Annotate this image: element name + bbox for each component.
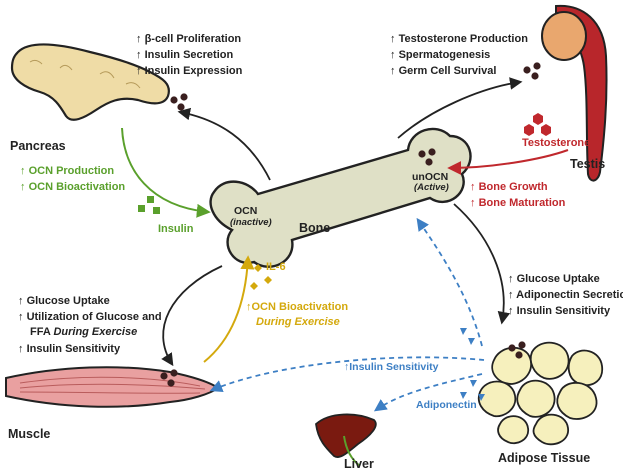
ocn-dots-bone-active	[418, 148, 436, 166]
effect-insulin-secretion: Insulin Secretion	[145, 49, 234, 61]
svg-text:↑ Bone Growth: ↑ Bone Growth	[470, 181, 548, 193]
ocn-dots-adipose	[508, 341, 526, 359]
effect-insulin-sensitivity-adipose: Insulin Sensitivity	[517, 305, 611, 317]
adiponectin-label: Adiponectin	[416, 399, 477, 411]
testis-effects: ↑ Testosterone Production ↑ Spermatogene…	[390, 33, 528, 77]
ocn-dots-testis	[523, 62, 541, 80]
svg-text:↑ Glucose Uptake: ↑ Glucose Uptake	[18, 295, 110, 307]
muscle-label: Muscle	[8, 427, 50, 441]
unocn-label: unOCN	[412, 171, 448, 183]
effect-adiponectin-secretion: Adiponectin Secretion	[516, 289, 623, 301]
effect-insulin-expression: Insulin Expression	[145, 65, 243, 77]
ocn-state: (inactive)	[230, 217, 272, 228]
svg-text:FFA During Exercise: FFA During Exercise	[30, 326, 137, 338]
arrow-adiponectin-to-muscle	[209, 356, 485, 392]
svg-text:↑ Insulin Sensitivity: ↑ Insulin Sensitivity	[508, 305, 611, 317]
arrow-bone-to-muscle	[161, 265, 223, 367]
testis-label: Testis	[570, 157, 605, 171]
arrow-bone-to-testis	[397, 77, 523, 139]
svg-text:↑ β-cell Proliferation: ↑ β-cell Proliferation	[136, 33, 241, 45]
svg-text:↑ Insulin Expression: ↑ Insulin Expression	[136, 65, 243, 77]
testosterone-molecules	[524, 113, 551, 136]
effect-during-exercise: During Exercise	[53, 326, 137, 338]
arrow-testosterone-to-bone	[447, 149, 569, 175]
testis-illustration	[541, 4, 608, 182]
liver-label: Liver	[344, 457, 374, 471]
pancreas-illustration	[10, 43, 170, 121]
adipose-illustration	[477, 341, 603, 446]
testosterone-effects: ↑ Bone Growth ↑ Bone Maturation	[470, 181, 566, 209]
effect-insulin-sensitivity-muscle: Insulin Sensitivity	[27, 343, 121, 355]
pancreas-effects: ↑ β-cell Proliferation ↑ Insulin Secreti…	[136, 33, 243, 77]
svg-text:↑ Insulin Secretion: ↑ Insulin Secretion	[136, 49, 233, 61]
svg-text:↑ Testosterone Production: ↑ Testosterone Production	[390, 33, 528, 45]
unocn-state: (Active)	[414, 182, 449, 193]
svg-text:↑ Glucose Uptake: ↑ Glucose Uptake	[508, 273, 600, 285]
effect-bone-growth: Bone Growth	[479, 181, 548, 193]
effect-bone-maturation: Bone Maturation	[479, 197, 566, 209]
insulin-effects: ↑ OCN Production ↑ OCN Bioactivation	[20, 165, 125, 193]
insulin-label: Insulin	[158, 223, 194, 235]
ocn-label: OCN	[234, 205, 257, 217]
effect-germ-cell-survival: Germ Cell Survival	[399, 65, 497, 77]
arrow-bone-to-adipose	[453, 203, 511, 325]
svg-text:↑ OCN Production: ↑ OCN Production	[20, 165, 114, 177]
bone-label: Bone	[299, 221, 330, 235]
svg-text:↑ Adiponectin Secretion: ↑ Adiponectin Secretion	[508, 289, 623, 301]
adiponectin-molecules	[460, 328, 485, 401]
arrow-insulin-to-bone	[121, 127, 211, 218]
adiponectin-insulin-sensitivity: ↑Insulin Sensitivity	[344, 361, 439, 373]
effect-ffa: FFA	[30, 326, 53, 338]
il6-effect-line1: ↑OCN Bioactivation	[246, 301, 348, 313]
liver-illustration	[315, 413, 377, 467]
adipose-label: Adipose Tissue	[498, 451, 590, 465]
effect-ocn-production: OCN Production	[29, 165, 115, 177]
effect-glucose-uptake-muscle: Glucose Uptake	[27, 295, 110, 307]
bone-illustration	[209, 127, 472, 268]
testosterone-label: Testosterone	[522, 137, 590, 149]
effect-testosterone-production: Testosterone Production	[399, 33, 529, 45]
svg-text:↑ Bone Maturation: ↑ Bone Maturation	[470, 197, 566, 209]
arrow-bone-to-pancreas	[177, 107, 271, 181]
pancreas-label: Pancreas	[10, 139, 66, 153]
il6-effect-line2: During Exercise	[256, 316, 340, 328]
arrow-adiponectin-to-liver	[373, 373, 483, 412]
ocn-dots-muscle	[160, 369, 178, 387]
ocn-dots-pancreas	[170, 93, 188, 111]
effect-utilization: Utilization of Glucose and	[27, 311, 162, 323]
svg-text:↑ Utilization of Glucose and: ↑ Utilization of Glucose and	[18, 311, 162, 323]
arrow-il6-to-bone	[203, 255, 255, 363]
svg-text:↑ Spermatogenesis: ↑ Spermatogenesis	[390, 49, 490, 61]
muscle-effects: ↑ Glucose Uptake ↑ Utilization of Glucos…	[18, 295, 162, 355]
effect-ocn-bioactivation: OCN Bioactivation	[29, 181, 126, 193]
il6-molecules	[250, 264, 272, 290]
il6-label: IL-6	[266, 261, 286, 273]
muscle-illustration	[5, 366, 220, 408]
svg-text:↑ Insulin Sensitivity: ↑ Insulin Sensitivity	[18, 343, 121, 355]
adipose-effects: ↑ Glucose Uptake ↑ Adiponectin Secretion…	[508, 273, 623, 317]
effect-spermatogenesis: Spermatogenesis	[399, 49, 491, 61]
effect-beta-cell: β-cell Proliferation	[145, 33, 242, 45]
arrow-adiponectin-to-bone	[416, 217, 483, 347]
effect-glucose-uptake-adipose: Glucose Uptake	[517, 273, 600, 285]
svg-text:↑ Germ Cell Survival: ↑ Germ Cell Survival	[390, 65, 496, 77]
svg-text:↑ OCN Bioactivation: ↑ OCN Bioactivation	[20, 181, 125, 193]
insulin-molecules	[138, 196, 160, 214]
